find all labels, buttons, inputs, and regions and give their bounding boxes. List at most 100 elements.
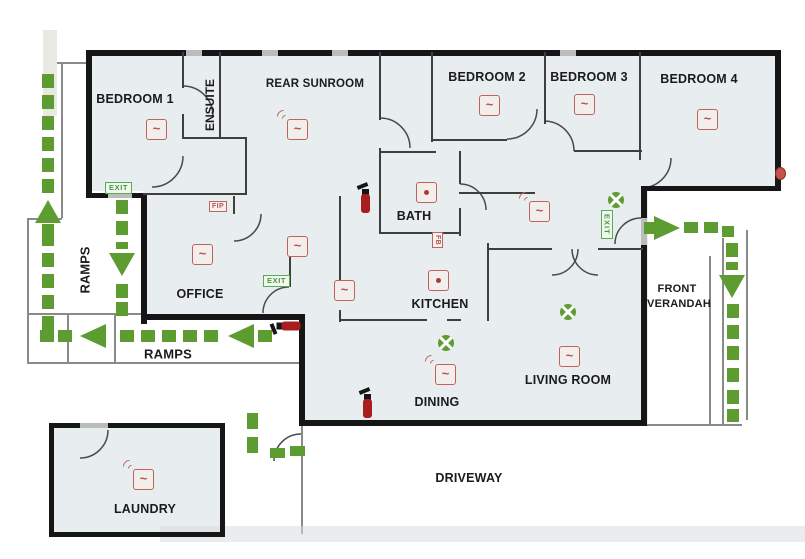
door-opening xyxy=(80,423,108,428)
evacuation-route-dash xyxy=(727,390,739,404)
ramp-outline xyxy=(57,62,88,64)
evacuation-arrow-left xyxy=(80,324,106,348)
wireless-smoke-detector-icon: ~ xyxy=(274,107,308,140)
evacuation-route-dash xyxy=(270,448,285,458)
interior-wall-segment xyxy=(459,208,461,236)
evacuation-route-dash xyxy=(644,222,655,234)
ramp-outline xyxy=(61,62,63,218)
evacuation-route-dash xyxy=(40,330,54,342)
door-swing-arc xyxy=(262,286,290,314)
evacuation-arrow-left xyxy=(228,324,254,348)
ramp-outline xyxy=(27,313,143,315)
evacuation-route-dash xyxy=(42,158,54,172)
evacuation-route-dash xyxy=(120,330,134,342)
ramp-outline xyxy=(646,424,742,426)
interior-wall-segment xyxy=(182,137,247,139)
evacuation-route-dash xyxy=(247,413,258,429)
wall-segment xyxy=(108,423,225,428)
door-swing-arc xyxy=(551,248,579,276)
evacuation-route-dash xyxy=(42,316,54,330)
evacuation-arrow-down xyxy=(719,275,745,298)
interior-wall-segment xyxy=(459,192,535,194)
exit-sign: EXIT xyxy=(601,210,613,239)
room-label-bath: BATH xyxy=(396,209,432,223)
heat-detector-dot xyxy=(424,190,429,195)
evacuation-route-dash xyxy=(116,284,128,298)
interior-wall-segment xyxy=(379,148,381,234)
evacuation-route-dash xyxy=(42,137,54,151)
evacuation-route-dash xyxy=(116,200,128,214)
interior-wall-segment xyxy=(487,243,489,321)
evacuation-route-dash xyxy=(704,222,718,233)
scan-tint xyxy=(160,526,805,542)
extinguisher-body xyxy=(363,399,372,418)
evacuation-route-dash xyxy=(42,74,54,88)
interior-wall-segment xyxy=(233,196,235,214)
wall-segment xyxy=(49,423,80,428)
wireless-smoke-detector-icon: ~ xyxy=(120,457,154,490)
wall-segment xyxy=(299,314,305,426)
fb-fire-blanket-sign: FB xyxy=(432,232,443,249)
fire-extinguisher-icon xyxy=(269,319,302,335)
evacuation-route-dash xyxy=(42,274,54,288)
extinguisher-body xyxy=(281,321,301,331)
interior-wall-segment xyxy=(639,52,641,160)
interior-wall-segment xyxy=(339,196,341,297)
interior-wall-segment xyxy=(447,319,461,321)
room-label-ensuite: ENSUITE xyxy=(203,78,217,132)
alarm-bell-icon xyxy=(775,167,786,180)
evacuation-route-dash xyxy=(258,330,272,342)
evacuation-route-dash xyxy=(727,325,739,339)
interior-wall-segment xyxy=(379,52,381,120)
wall-segment xyxy=(299,420,646,426)
extinguisher-cap xyxy=(362,189,369,195)
evacuation-route-dash xyxy=(247,437,258,453)
wall-segment xyxy=(141,193,147,324)
door-opening xyxy=(332,50,348,56)
room-label-office: OFFICE xyxy=(176,287,224,301)
room-label-laundry: LAUNDRY xyxy=(113,502,177,516)
area-label-driveway: DRIVEWAY xyxy=(435,471,503,485)
interior-wall-segment xyxy=(544,52,546,124)
room-label-dining: DINING xyxy=(414,395,460,409)
door-swing-arc xyxy=(640,157,672,189)
heat-detector-icon xyxy=(428,270,449,291)
scan-tint xyxy=(43,30,57,116)
heat-detector-icon xyxy=(416,182,437,203)
evacuation-route-dash xyxy=(162,330,176,342)
wall-segment xyxy=(86,50,92,198)
room-label-bedroom3: BEDROOM 3 xyxy=(550,70,628,84)
floor-area xyxy=(143,191,648,320)
room-label-bedroom2: BEDROOM 2 xyxy=(448,70,526,84)
door-swing-arc xyxy=(614,217,642,245)
door-swing-arc xyxy=(571,248,599,276)
interior-wall-segment xyxy=(431,139,507,141)
floor-area xyxy=(302,317,648,425)
wall-segment xyxy=(641,186,647,218)
interior-wall-segment xyxy=(143,193,247,195)
evacuation-route-dash xyxy=(726,243,738,257)
wall-segment xyxy=(141,314,304,320)
wall-segment xyxy=(86,50,780,56)
evacuation-route-dash xyxy=(141,330,155,342)
wall-segment xyxy=(641,186,781,191)
evacuation-arrow-right xyxy=(654,216,680,240)
evacuation-route-dash xyxy=(42,116,54,130)
door-swing-arc xyxy=(151,155,184,188)
interior-wall-segment xyxy=(245,137,247,193)
wall-segment xyxy=(49,532,225,537)
wall-segment xyxy=(49,423,54,537)
door-swing-arc xyxy=(379,117,411,149)
exit-sign: EXIT xyxy=(105,182,133,194)
wireless-smoke-detector-icon: ~ xyxy=(516,189,550,222)
interior-wall-segment xyxy=(487,248,552,250)
area-label-ramps-horizontal: RAMPS xyxy=(144,346,192,362)
ramp-outline xyxy=(746,230,748,420)
wall-segment xyxy=(220,423,225,537)
evacuation-route-dash xyxy=(42,179,54,193)
evacuation-route-dash xyxy=(42,95,54,109)
interior-wall-segment xyxy=(339,310,341,322)
door-opening xyxy=(262,50,278,56)
interior-wall-segment xyxy=(182,52,184,88)
evacuation-route-dash xyxy=(116,221,128,235)
